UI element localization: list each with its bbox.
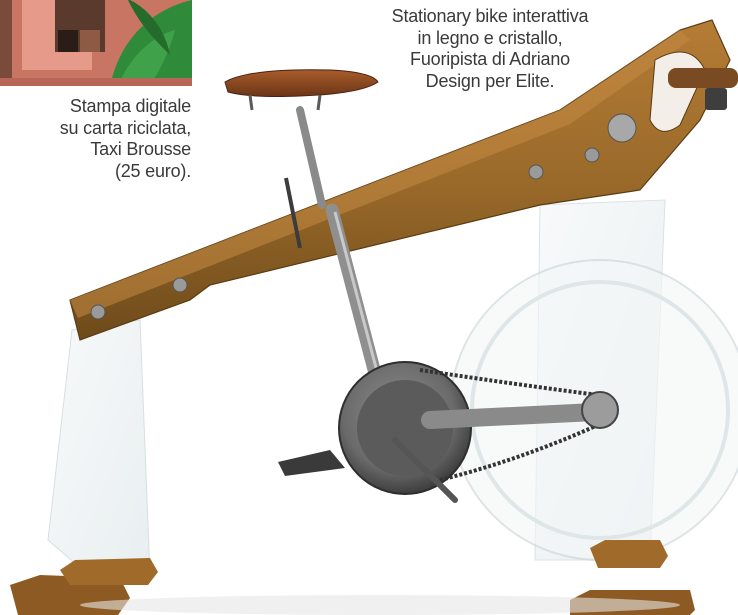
- print-caption: Stampa digitale su carta riciclata, Taxi…: [59, 96, 191, 181]
- bike-caption: Stationary bike interattiva in legno e c…: [391, 6, 589, 91]
- print-thumbnail-image: [0, 0, 192, 86]
